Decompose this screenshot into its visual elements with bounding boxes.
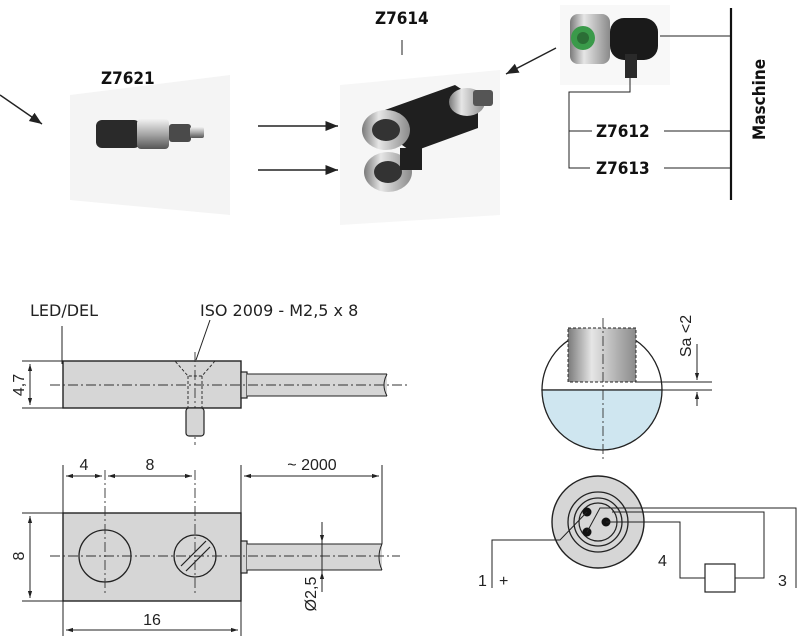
top-view-drawing: 4 8 ~ 2000 8 Ø2,5 16 bbox=[11, 457, 400, 636]
arrow-to-splitter bbox=[505, 47, 557, 75]
wire-1 bbox=[491, 511, 588, 588]
wiring-diagram: 1 + 4 3 bbox=[478, 475, 797, 593]
machine-label: Maschine bbox=[750, 59, 770, 140]
cable-top bbox=[247, 544, 382, 570]
accessory-section: Z7621 Z7614 bbox=[0, 5, 770, 225]
pin3-label: 3 bbox=[778, 573, 787, 590]
cable-leader bbox=[568, 78, 631, 169]
cable-length-dimension: ~ 2000 bbox=[287, 457, 336, 474]
wire-load bbox=[612, 511, 765, 579]
z7612-label: Z7612 bbox=[596, 122, 650, 142]
z7614-label: Z7614 bbox=[375, 9, 429, 29]
z7613-label: Z7613 bbox=[596, 159, 650, 179]
screw-shank bbox=[185, 407, 205, 437]
width-dimension: 16 bbox=[143, 612, 161, 629]
sensing-detail: Sa <2 bbox=[541, 315, 712, 462]
height-dimension: 4,7 bbox=[11, 374, 28, 396]
z7612-connector-photo bbox=[560, 5, 670, 85]
sa-label: Sa <2 bbox=[678, 315, 695, 357]
incoming-arrow bbox=[0, 94, 43, 125]
cable-diameter-dimension: Ø2,5 bbox=[303, 577, 320, 612]
pin1-label: 1 bbox=[478, 573, 487, 590]
side-view-drawing: LED/DEL ISO 2009 - M2,5 x 8 4,7 bbox=[11, 301, 410, 445]
screw-label: ISO 2009 - M2,5 x 8 bbox=[200, 301, 358, 320]
sensor-face-section bbox=[567, 327, 637, 383]
wire-4 bbox=[606, 521, 705, 579]
wire-3 bbox=[586, 507, 797, 588]
target-surface bbox=[541, 389, 663, 451]
sensor-body-side bbox=[62, 360, 242, 409]
pin1-sign: + bbox=[499, 573, 508, 590]
load-box bbox=[704, 563, 736, 593]
z7621-connector-photo bbox=[70, 75, 230, 215]
dimension-8-left: 8 bbox=[11, 551, 28, 560]
dimension-4: 4 bbox=[80, 457, 89, 474]
z7614-y-splitter-photo bbox=[340, 70, 500, 225]
screw-leader bbox=[195, 319, 211, 361]
dimension-8-top: 8 bbox=[146, 457, 155, 474]
cable-gland-top bbox=[240, 540, 248, 574]
screw-head-hidden bbox=[174, 360, 216, 377]
pin4-label: 4 bbox=[658, 553, 667, 570]
led-label: LED/DEL bbox=[30, 301, 98, 320]
z7621-label: Z7621 bbox=[101, 69, 155, 89]
